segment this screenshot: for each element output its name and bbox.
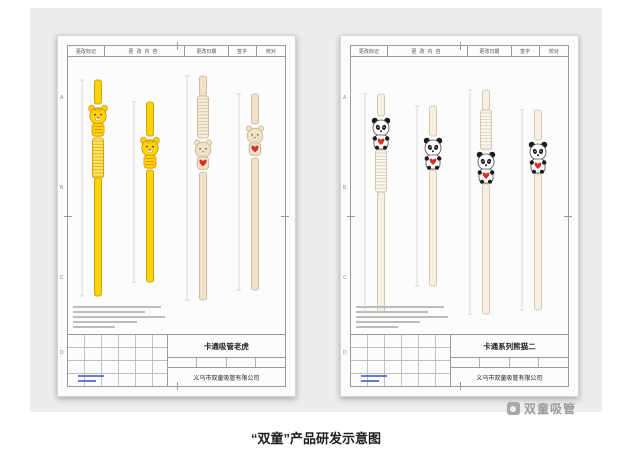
title-block-right: 卡通吸管老虎 义乌市双童吸管有限公司 [167, 335, 285, 386]
tech-notes [356, 303, 452, 332]
blue-stamp-mark [77, 379, 96, 382]
zone-letter: A [60, 95, 64, 101]
straw-tiger-1 [75, 72, 121, 304]
tech-notes [73, 303, 169, 332]
zone-letter: D [343, 350, 347, 356]
revision-col-sign: 签字 [512, 46, 540, 56]
revision-col-content: 更改内容 [105, 46, 186, 56]
tech-note-line [356, 306, 444, 308]
straw-panda-4 [515, 102, 561, 318]
straw-bear-4 [232, 86, 278, 298]
title-block-cells [167, 358, 285, 369]
revision-table: 更改标记 更改内容 更改日期 签字 校对 [68, 46, 285, 57]
image-caption: “双童”产品研发示意图 [250, 431, 381, 446]
drawing-sheet-panda: A B C D 更改标记 更改内容 更改日期 签字 校对 [340, 35, 579, 397]
zone-letter: C [343, 275, 347, 281]
product-dev-photo: A B C D 更改标记 更改内容 更改日期 签字 校对 [30, 8, 602, 416]
frame-center-tick [347, 216, 355, 217]
drawing-title: 卡通系列熊猫二 [450, 335, 568, 359]
revision-col-mark: 更改标记 [351, 46, 388, 56]
watermark: 双童吸管 [506, 400, 576, 417]
company-name: 义乌市双童吸管有限公司 [476, 375, 543, 382]
title-block: 卡通系列熊猫二 义乌市双童吸管有限公司 [351, 334, 568, 386]
drawing-sheet-tiger: A B C D 更改标记 更改内容 更改日期 签字 校对 [57, 35, 296, 397]
tech-note-line [73, 311, 145, 313]
revision-col-sign: 签字 [229, 46, 257, 56]
revision-col-date: 更改日期 [468, 46, 512, 56]
straw-bear-3 [180, 68, 226, 308]
title-block-cells [450, 358, 568, 369]
tech-note-line [356, 311, 428, 313]
tech-note-line [356, 316, 448, 318]
tech-note-line [73, 306, 161, 308]
drawing-title: 卡通吸管老虎 [167, 335, 285, 359]
drawing-frame: 更改标记 更改内容 更改日期 签字 校对 [64, 42, 289, 390]
blue-stamp-mark [77, 374, 104, 377]
tech-note-line [356, 321, 420, 323]
frame-center-tick [564, 216, 572, 217]
blue-stamp-mark [360, 374, 387, 377]
straw-panda-2 [410, 98, 456, 294]
tech-note-line [73, 326, 115, 328]
zone-letter: B [60, 185, 64, 191]
tech-note-line [73, 316, 165, 318]
revision-col-check: 校对 [265, 48, 276, 55]
watermark-logo-icon [506, 402, 520, 415]
straw-tiger-2 [127, 94, 173, 290]
title-block: 卡通吸管老虎 义乌市双童吸管有限公司 [68, 334, 285, 386]
straw-drawings-tiger [72, 58, 281, 330]
straw-panda-1 [358, 86, 404, 320]
straw-drawings-panda [355, 58, 564, 330]
zone-letter: D [60, 350, 64, 356]
company-name: 义乌市双童吸管有限公司 [193, 375, 260, 382]
straw-panda-3 [463, 82, 509, 322]
tech-note-line [73, 321, 137, 323]
revision-col-check: 校对 [548, 48, 559, 55]
revision-col-content: 更改内容 [388, 46, 469, 56]
tech-note-line [356, 326, 398, 328]
blue-stamp-mark [360, 379, 379, 382]
revision-table: 更改标记 更改内容 更改日期 签字 校对 [351, 46, 568, 57]
title-block-right: 卡通系列熊猫二 义乌市双童吸管有限公司 [450, 335, 568, 386]
zone-letter: B [343, 185, 347, 191]
zone-letter: A [343, 95, 347, 101]
revision-col-mark: 更改标记 [68, 46, 105, 56]
drawing-frame: 更改标记 更改内容 更改日期 签字 校对 [347, 42, 572, 390]
zone-letter: C [60, 275, 64, 281]
title-block-grid [351, 335, 451, 386]
title-block-grid [68, 335, 168, 386]
frame-center-tick [281, 216, 289, 217]
frame-center-tick [64, 216, 72, 217]
watermark-text: 双童吸管 [523, 402, 576, 416]
revision-col-date: 更改日期 [185, 46, 229, 56]
